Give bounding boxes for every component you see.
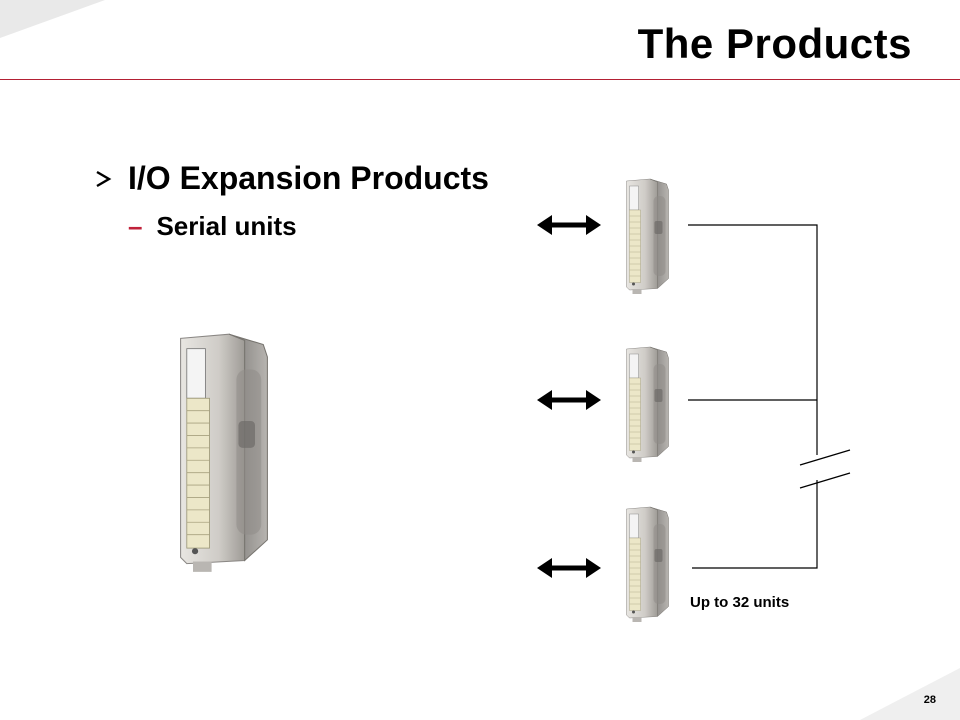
io-module-1 <box>622 176 673 296</box>
bidirectional-arrow-icon <box>537 390 601 410</box>
dash-marker: – <box>128 211 143 241</box>
io-module-2 <box>622 344 673 464</box>
corner-decoration-top-left <box>0 0 105 38</box>
large-io-module <box>171 328 277 576</box>
bullet-item: I/O Expansion Products <box>96 160 489 197</box>
serial-bus-lines <box>688 224 818 569</box>
io-module-3 <box>622 504 673 624</box>
corner-decoration-bottom-right <box>860 668 960 720</box>
page-number: 28 <box>923 694 936 706</box>
sub-bullet-item: – Serial units <box>128 211 297 242</box>
cable-break-icon <box>799 449 851 489</box>
title-underline <box>0 79 960 80</box>
bidirectional-arrow-icon <box>537 558 601 578</box>
units-count-label: Up to 32 units <box>690 594 790 611</box>
bidirectional-arrow-icon <box>537 215 601 235</box>
sub-bullet-text: Serial units <box>156 211 297 241</box>
slide-title: The Products <box>637 20 912 67</box>
arrow-bullet-icon <box>96 170 112 187</box>
bullet-text: I/O Expansion Products <box>128 160 489 196</box>
